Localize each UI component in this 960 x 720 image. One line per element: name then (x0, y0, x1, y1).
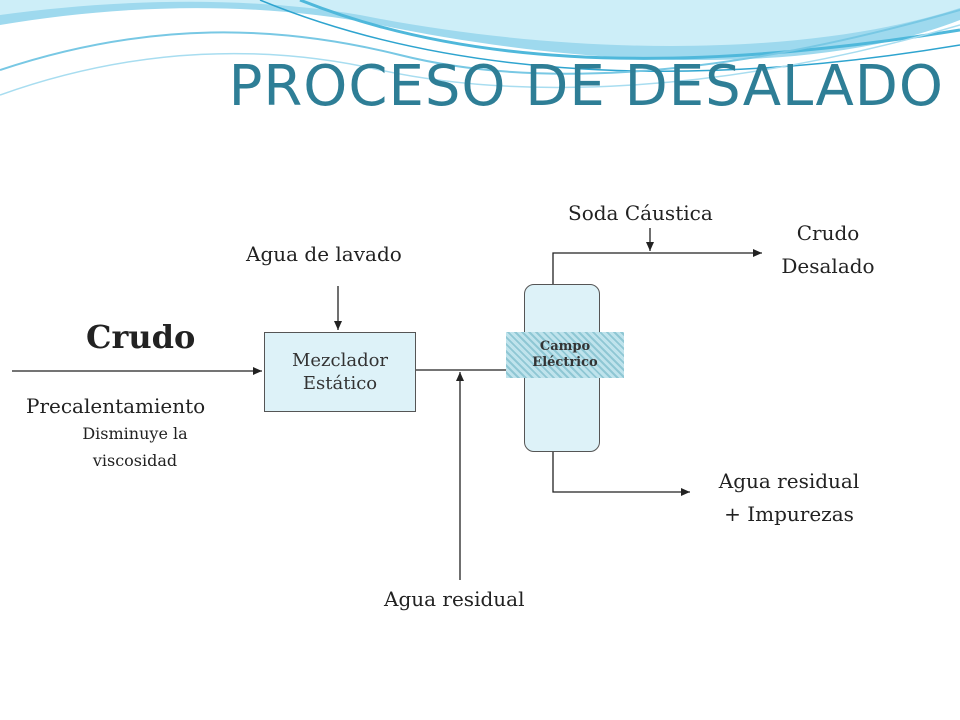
agua-lavado-label: Agua de lavado (246, 242, 402, 266)
disminuye-line2: viscosidad (92, 451, 178, 470)
agua-residual-label: Agua residual (384, 587, 525, 611)
campo-label-line2: Eléctrico (532, 355, 598, 370)
precalentamiento-label: Precalentamiento (26, 394, 206, 418)
crudo-label: Crudo (86, 318, 196, 356)
crudo-desalado-line1: Crudo (796, 221, 860, 245)
disminuye-line1: Disminuye la (82, 424, 188, 443)
mezclador-label-line1: Mezclador (291, 349, 389, 371)
soda-caustica-label: Soda Cáustica (568, 201, 713, 225)
mezclador-estatico-box: Mezclador Estático (264, 332, 416, 412)
arrow-agua-residual-impurezas (552, 452, 690, 496)
agua-residual-impurezas-line1: Agua residual (718, 469, 860, 493)
arrow-crudo-desalado (552, 249, 762, 284)
campo-label-line1: Campo (539, 338, 591, 354)
crudo-desalado-line2: Desalado (781, 254, 875, 278)
slide-title: PROCESO DE DESALADO (228, 54, 944, 119)
agua-residual-impurezas-line2: + Impurezas (724, 502, 854, 526)
header-wave-decoration (0, 0, 960, 96)
mezclador-label-line2: Estático (302, 373, 378, 394)
campo-electrico-zone: Campo Eléctrico (506, 332, 624, 378)
